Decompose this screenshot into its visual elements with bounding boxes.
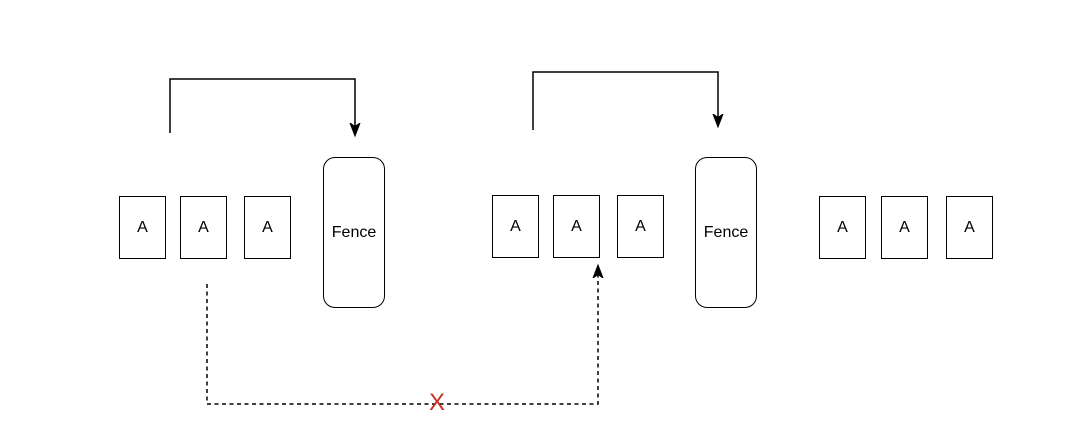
item-label: A [510, 217, 521, 235]
fence-label: Fence [703, 223, 749, 241]
item-box: A [819, 196, 866, 259]
fence-box: Fence [323, 157, 385, 308]
reorder-arrow-left [169, 78, 355, 135]
item-label: A [198, 218, 209, 236]
item-label: A [899, 218, 910, 236]
item-label: A [137, 218, 148, 236]
reorder-arrow-middle [532, 71, 718, 130]
item-box: A [881, 196, 928, 259]
forbidden-x-label: X [428, 389, 445, 416]
item-box: A [553, 195, 600, 258]
item-box: A [492, 195, 539, 258]
fence-box: Fence [695, 157, 757, 308]
item-label: A [262, 218, 273, 236]
item-label: A [964, 218, 975, 236]
item-box: A [244, 196, 291, 259]
item-box: A [180, 196, 227, 259]
fence-label: Fence [331, 223, 377, 241]
forbidden-move-path [206, 266, 598, 405]
item-box: A [946, 196, 993, 259]
item-label: A [837, 218, 848, 236]
item-box: A [617, 195, 664, 258]
item-label: A [635, 217, 646, 235]
forbidden-x-marker: X [426, 390, 448, 416]
item-box: A [119, 196, 166, 259]
item-label: A [571, 217, 582, 235]
